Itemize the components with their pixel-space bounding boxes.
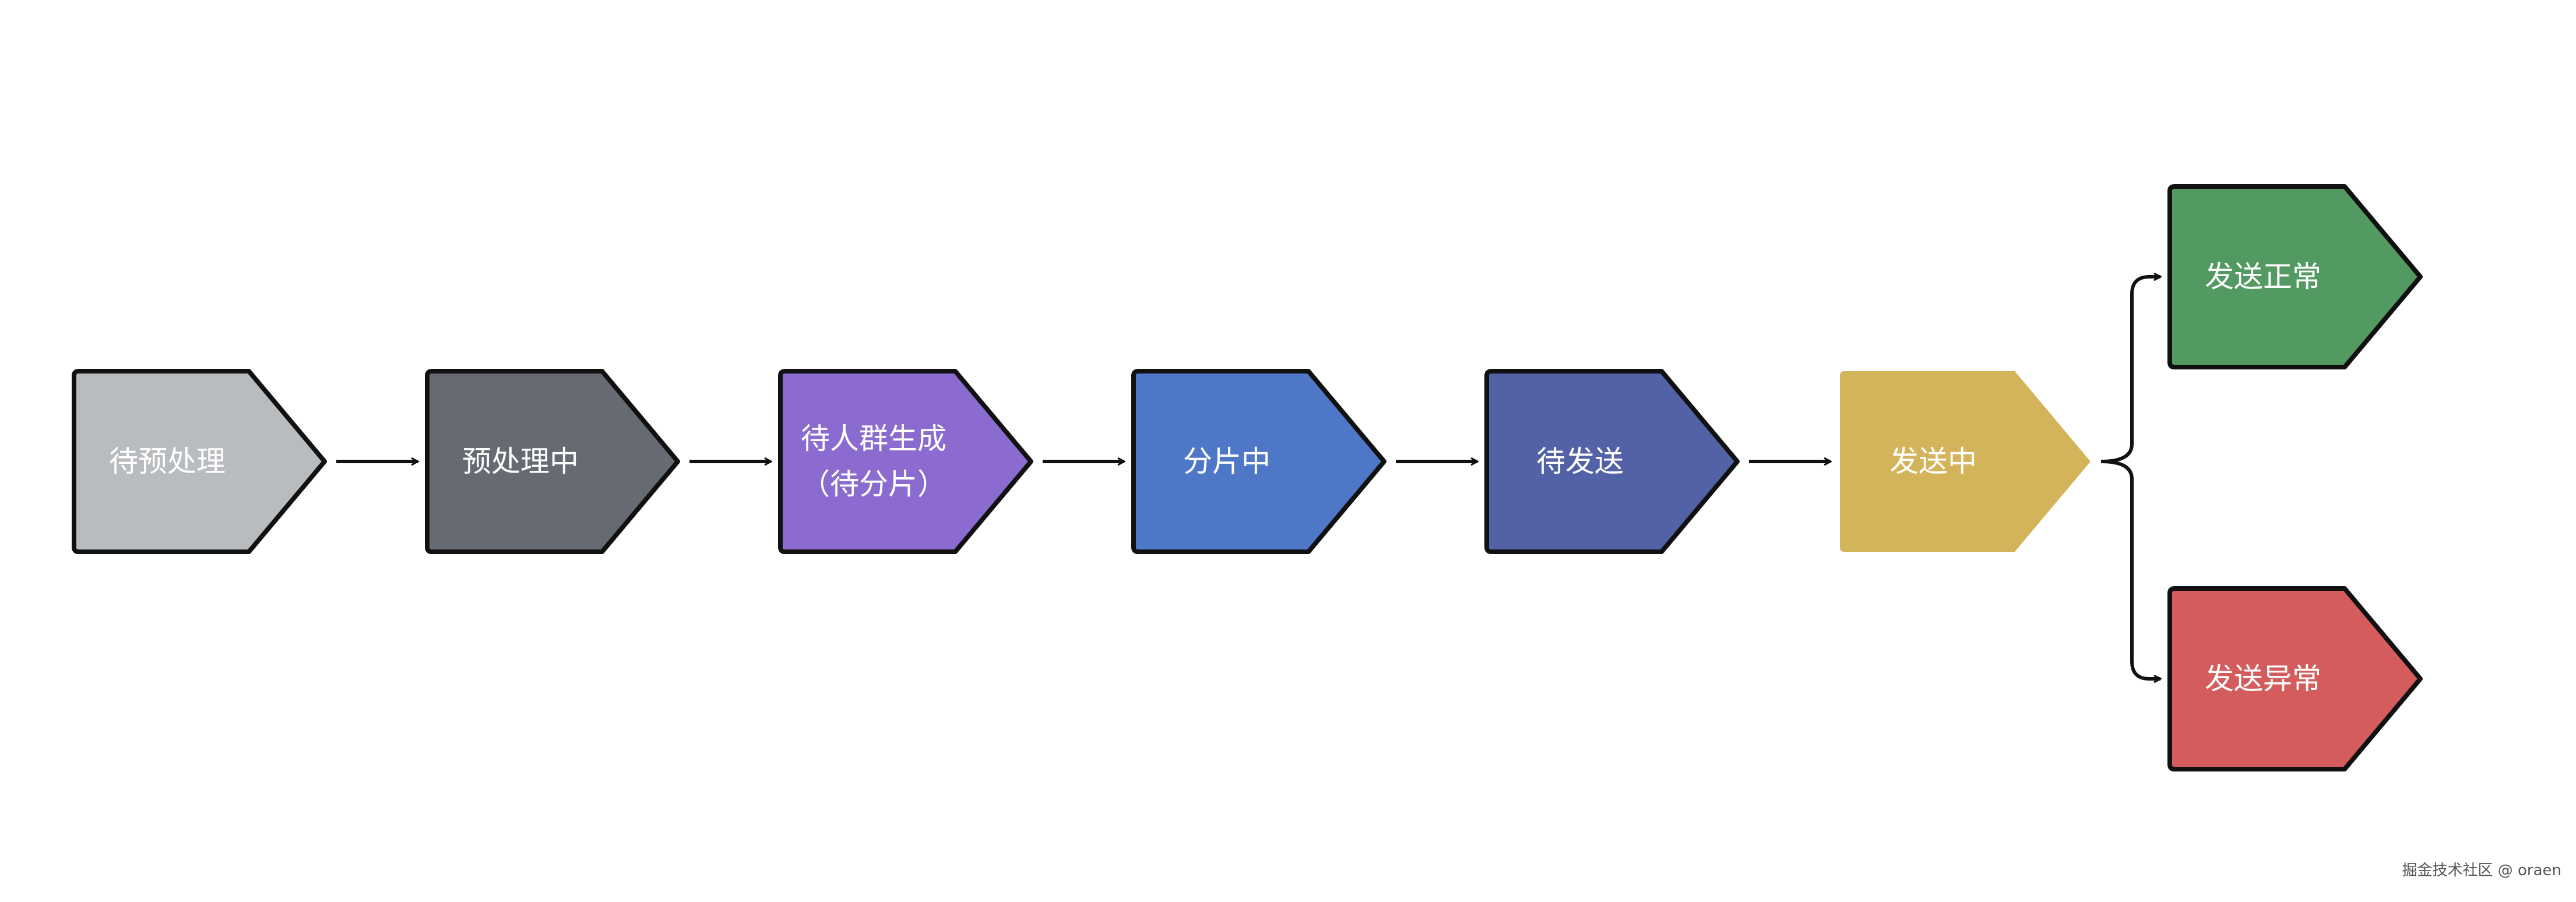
node-label: 待人群生成 xyxy=(801,422,946,456)
node-shape xyxy=(425,369,680,554)
node-shape xyxy=(1840,371,2091,552)
edges xyxy=(336,277,2160,679)
node-label: 发送中 xyxy=(1889,445,1977,478)
node-pending-preprocess: 待预处理 xyxy=(72,369,327,554)
node-label: 待发送 xyxy=(1536,445,1624,478)
node-pending-audience: 待人群生成 （待分片） xyxy=(778,369,1033,554)
node-shape xyxy=(2167,586,2423,771)
node-label: （待分片） xyxy=(801,467,946,501)
node-label: 待预处理 xyxy=(109,445,226,478)
node-shape xyxy=(2167,184,2423,369)
node-label: 发送异常 xyxy=(2205,662,2321,696)
node-label: 预处理中 xyxy=(462,445,579,478)
node-sharding: 分片中 xyxy=(1131,369,1386,554)
node-shape xyxy=(72,369,327,554)
node-shape xyxy=(1484,369,1740,554)
node-label: 发送正常 xyxy=(2205,260,2321,294)
branch-bracket xyxy=(2100,275,2150,681)
node-send-abnormal: 发送异常 xyxy=(2167,586,2423,771)
node-label: 分片中 xyxy=(1183,445,1271,478)
node-shape xyxy=(1131,369,1386,554)
node-sending: 发送中 xyxy=(1840,371,2091,552)
node-pending-send: 待发送 xyxy=(1484,369,1740,554)
node-shape xyxy=(778,369,1033,554)
watermark: 掘金技术社区 @ oraen xyxy=(2402,862,2561,879)
node-send-normal: 发送正常 xyxy=(2167,184,2423,369)
node-preprocessing: 预处理中 xyxy=(425,369,680,554)
